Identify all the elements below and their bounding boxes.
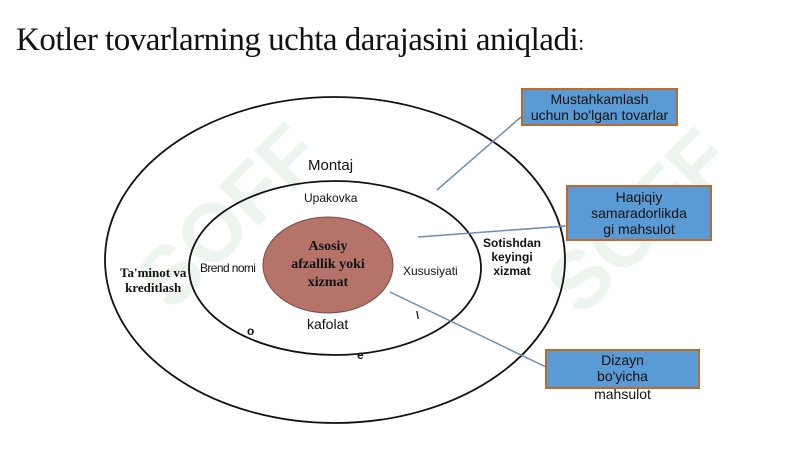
callout-bottom: Dizayn bo'yicha mahsulot (545, 349, 700, 402)
middle-ring (188, 180, 482, 356)
outer-right-line1: Sotishdan (483, 236, 542, 250)
outer-right-label: Sotishdan keyingi xizmat (483, 236, 542, 278)
page-title: Kotler tovarlarning uchta darajasini ani… (16, 22, 584, 59)
page-title-text: Kotler tovarlarning uchta darajasini ani… (16, 22, 579, 58)
brend-nomi-label: Brend nomi (200, 261, 256, 275)
leader-line-top (436, 116, 522, 191)
kafolat-label: kafolat (307, 316, 349, 332)
callout-mid-line2: samaradorlikda (591, 204, 687, 221)
callout-mid: Haqiqiy samaradorlikda gi mahsulot (566, 185, 712, 241)
outer-letter-i: \ (416, 310, 420, 322)
callout-mid-line3: gi mahsulot (603, 221, 675, 238)
callout-bottom-line3: mahsulot (594, 386, 651, 403)
page-title-colon: : (578, 30, 584, 55)
outer-left-line1: Ta'minot va (120, 265, 187, 280)
leader-line-mid (417, 225, 567, 238)
outer-right-line3: xizmat (493, 263, 531, 278)
core-line3: xizmat (307, 275, 349, 291)
outer-right-line2: keyingi (491, 249, 533, 264)
callout-bottom-line2: bo'yicha (597, 368, 648, 385)
callout-top: Mustahkamlash uchun bo'lgan tovarlar (521, 88, 678, 126)
callout-mid-line1: Haqiqiy (615, 188, 663, 205)
callout-top-line2: uchun bo'lgan tovarlar (530, 107, 669, 123)
xususiyati-label: Xususiyati (403, 264, 458, 278)
outer-ring (104, 96, 566, 424)
montaj-label: Montaj (308, 157, 354, 174)
callout-top-line1: Mustahkamlash (550, 90, 649, 107)
callout-bottom-line1: Dizayn (601, 352, 644, 368)
core-line1: Asosiy (308, 239, 348, 254)
outer-left-label: Ta'minot va kreditlash (120, 265, 187, 296)
outer-letter-o: o (247, 324, 255, 338)
leader-line-bottom (389, 291, 547, 368)
core-label: Asosiy afzallik yoki xizmat (268, 238, 388, 293)
outer-letter-e: e (357, 348, 364, 362)
upakovka-label: Upakovka (304, 191, 358, 205)
outer-left-line2: kreditlash (125, 279, 182, 295)
core-line2: afzallik yoki (291, 257, 365, 273)
core-circle (262, 216, 394, 314)
